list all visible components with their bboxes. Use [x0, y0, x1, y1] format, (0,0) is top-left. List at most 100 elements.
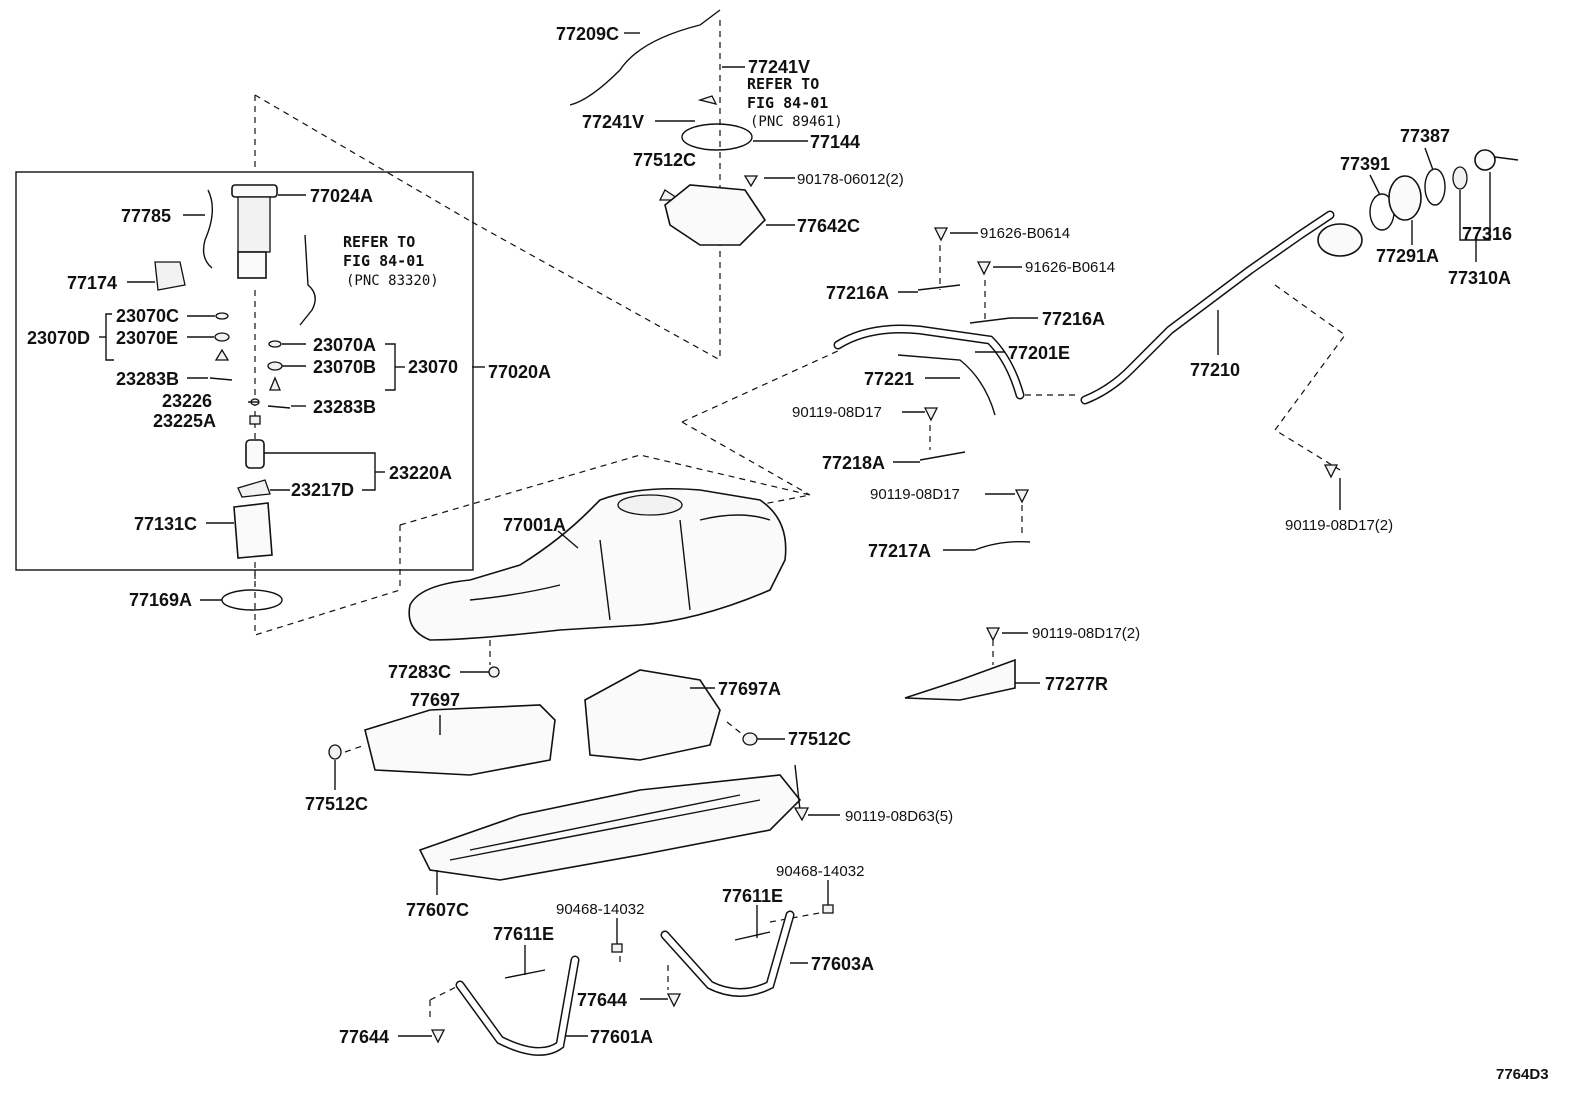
nut-90468-b	[822, 904, 834, 914]
part-label[interactable]: 77697A	[718, 679, 781, 699]
part-label[interactable]: 77387	[1400, 126, 1450, 146]
part-label[interactable]: 77642C	[797, 216, 860, 236]
part-label[interactable]: 77218A	[822, 453, 885, 473]
part-label[interactable]: 77209C	[556, 24, 619, 44]
part-label[interactable]: 23217D	[291, 480, 354, 500]
part-label[interactable]: 23070	[408, 357, 458, 377]
refer-note-line2: FIG 84-01	[343, 252, 424, 270]
guide-line	[681, 421, 811, 496]
bolt-90119-d	[1323, 464, 1339, 479]
guide-line	[681, 349, 841, 423]
guide-line	[1274, 284, 1346, 471]
part-label[interactable]: 77169A	[129, 590, 192, 610]
part-label[interactable]: 23070C	[116, 306, 179, 326]
part-label[interactable]: 77512C	[305, 794, 368, 814]
part-label[interactable]: 77512C	[788, 729, 851, 749]
clip-23283B-b	[267, 405, 291, 409]
part-label[interactable]: 77210	[1190, 360, 1240, 380]
pump-body	[237, 196, 271, 253]
clamp-77216A-b	[969, 317, 1011, 324]
part-label[interactable]: 77316	[1462, 224, 1512, 244]
part-label[interactable]: 77310A	[1448, 268, 1511, 288]
part-label[interactable]: 77144	[810, 132, 860, 152]
part-label[interactable]: 90119-08D17(2)	[1285, 517, 1393, 534]
part-label[interactable]: 77221	[864, 369, 914, 389]
bolt-77644-b	[666, 993, 682, 1008]
part-label[interactable]: 77216A	[826, 283, 889, 303]
part-label[interactable]: 77024A	[310, 186, 373, 206]
part-label[interactable]: 23226	[162, 391, 212, 411]
cushion-77512C-c	[328, 744, 342, 760]
part-label[interactable]: 77603A	[811, 954, 874, 974]
part-label[interactable]: 23070D	[27, 328, 90, 348]
part-label[interactable]: 77644	[339, 1027, 389, 1047]
guide-line	[471, 221, 721, 361]
part-label[interactable]: 91626-B0614	[980, 225, 1070, 242]
part-label[interactable]: 77277R	[1045, 674, 1108, 694]
bracket-77642C	[664, 184, 767, 246]
part-label[interactable]: 90119-08D17	[792, 404, 882, 421]
part-label[interactable]: 77611E	[722, 886, 783, 906]
bolt-91626-a	[933, 227, 949, 242]
part-label[interactable]: 23070B	[313, 357, 376, 377]
tank-flange	[617, 494, 683, 516]
bolt-90119-c	[985, 627, 1001, 642]
part-label[interactable]: 90178-06012(2)	[797, 171, 904, 188]
part-label[interactable]: 23220A	[389, 463, 452, 483]
refer-note-line3: (PNC 83320)	[346, 273, 439, 289]
part-label[interactable]: 23283B	[116, 369, 179, 389]
part-label[interactable]: 77611E	[493, 924, 554, 944]
part-label[interactable]: 90119-08D17	[870, 486, 960, 503]
gasket-77144	[681, 123, 753, 151]
o-ring-23070B	[267, 361, 283, 371]
part-label[interactable]: 77001A	[503, 515, 566, 535]
part-label[interactable]: 77241V	[748, 57, 810, 77]
refer-note-89461: REFER TO FIG 84-01 (PNC 89461)	[747, 75, 843, 130]
spacer-23225A	[249, 415, 261, 425]
pump-flange	[231, 184, 278, 198]
part-label[interactable]: 77785	[121, 206, 171, 226]
part-label[interactable]: 77512C	[633, 150, 696, 170]
part-label[interactable]: 90468-14032	[776, 863, 864, 880]
part-label[interactable]: 77601A	[590, 1027, 653, 1047]
guide-line	[726, 721, 748, 739]
sender-wire	[299, 234, 316, 326]
part-label[interactable]: 77216A	[1042, 309, 1105, 329]
part-label[interactable]: 23070E	[116, 328, 178, 348]
part-label[interactable]: 77607C	[406, 900, 469, 920]
part-label[interactable]: 23225A	[153, 411, 216, 431]
part-label[interactable]: 77291A	[1376, 246, 1439, 266]
part-label[interactable]: 90468-14032	[556, 901, 644, 918]
fuel-tank	[408, 487, 787, 641]
part-label[interactable]: 91626-B0614	[1025, 259, 1115, 276]
bolt-90119-63	[793, 807, 810, 822]
part-label[interactable]: 77201E	[1008, 343, 1070, 363]
insulator-77697	[364, 704, 556, 776]
part-label[interactable]: 77174	[67, 273, 117, 293]
filler-neck	[1317, 223, 1363, 257]
guide-line	[399, 454, 811, 526]
cap-77291A	[1388, 175, 1422, 221]
part-label[interactable]: 90119-08D17(2)	[1032, 625, 1140, 642]
part-label[interactable]: 77020A	[488, 362, 551, 382]
check-valve	[214, 348, 230, 361]
part-label[interactable]: 77217A	[868, 541, 931, 561]
o-ring-23070E	[214, 332, 230, 342]
bolt-90119-a	[923, 407, 939, 422]
guide-line	[344, 744, 366, 753]
part-label[interactable]: 23283B	[313, 397, 376, 417]
part-label[interactable]: 77241V	[582, 112, 644, 132]
part-label[interactable]: 77283C	[388, 662, 451, 682]
o-ring-23070A	[268, 340, 282, 348]
part-label[interactable]: 90119-08D63(5)	[845, 808, 953, 825]
part-label[interactable]: 77131C	[134, 514, 197, 534]
seal-77316	[1452, 166, 1468, 190]
clamp-77216A-a	[917, 284, 961, 291]
part-label[interactable]: 23070A	[313, 335, 376, 355]
clip-77241V	[697, 95, 718, 105]
breather-hose-77221	[897, 354, 996, 416]
tank-vent-tube	[699, 514, 771, 521]
part-label[interactable]: 77391	[1340, 154, 1390, 174]
part-label[interactable]: 77697	[410, 690, 460, 710]
part-label[interactable]: 77644	[577, 990, 627, 1010]
